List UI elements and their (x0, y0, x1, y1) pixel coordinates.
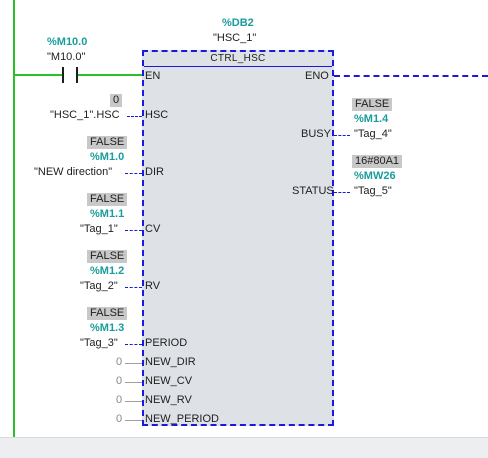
pin-new-rv: NEW_RV (145, 394, 192, 406)
cv-wire (125, 230, 142, 231)
dir-value: FALSE (87, 136, 128, 149)
eno-output-wire (334, 75, 488, 77)
new-cv-wire (125, 382, 142, 383)
status-tag[interactable]: "Tag_5" (354, 185, 392, 197)
pin-new-period: NEW_PERIOD (145, 413, 219, 425)
pin-hsc: HSC (145, 109, 169, 121)
hsc-wire (127, 116, 142, 117)
busy-wire (334, 135, 350, 136)
rail-to-contact-wire (15, 74, 62, 76)
hsc-value: 0 (110, 94, 123, 107)
status-value: 16#80A1 (352, 155, 403, 168)
period-address: %M1.3 (90, 322, 125, 334)
pin-en: EN (145, 70, 161, 82)
contact-left-bar (62, 67, 64, 83)
instance-db: %DB2 (222, 17, 254, 29)
status-address: %MW26 (354, 170, 396, 182)
dir-wire (125, 173, 142, 174)
busy-value: FALSE (352, 98, 393, 111)
pin-cv: CV (145, 223, 161, 235)
contact-tag[interactable]: "M10.0" (47, 51, 86, 63)
new-period-wire (125, 420, 142, 421)
hsc-tag[interactable]: "HSC_1".HSC (50, 109, 120, 121)
new-dir-value[interactable]: 0 (116, 356, 123, 368)
status-wire (334, 192, 350, 193)
pin-new-dir: NEW_DIR (145, 356, 196, 368)
pin-rv: RV (145, 280, 161, 292)
cv-address: %M1.1 (90, 208, 125, 220)
pin-busy: BUSY (301, 128, 331, 140)
period-value: FALSE (87, 307, 128, 320)
dir-address: %M1.0 (90, 151, 125, 163)
period-wire (125, 344, 142, 345)
editor-footer (0, 437, 488, 458)
period-tag[interactable]: "Tag_3" (80, 337, 118, 349)
busy-address: %M1.4 (354, 113, 389, 125)
cv-value: FALSE (87, 193, 128, 206)
contact-address: %M10.0 (47, 36, 88, 48)
new-dir-wire (125, 363, 142, 364)
busy-tag[interactable]: "Tag_4" (354, 128, 392, 140)
pin-dir: DIR (145, 166, 164, 178)
pin-eno: ENO (305, 70, 329, 82)
rv-wire (125, 287, 142, 288)
new-rv-value[interactable]: 0 (116, 394, 123, 406)
rv-tag[interactable]: "Tag_2" (80, 280, 118, 292)
power-rail (13, 0, 15, 437)
contact-to-en-wire (78, 74, 142, 76)
pin-period: PERIOD (145, 337, 188, 349)
cv-tag[interactable]: "Tag_1" (80, 223, 118, 235)
new-rv-wire (125, 401, 142, 402)
new-cv-value[interactable]: 0 (116, 375, 123, 387)
block-type-title: CTRL_HSC (144, 52, 332, 67)
pin-new-cv: NEW_CV (145, 375, 193, 387)
rv-value: FALSE (87, 250, 128, 263)
dir-tag[interactable]: "NEW direction" (34, 166, 113, 178)
ctrl-hsc-block[interactable]: CTRL_HSC (142, 50, 334, 426)
rv-address: %M1.2 (90, 265, 125, 277)
pin-status: STATUS (292, 185, 334, 197)
new-period-value[interactable]: 0 (116, 413, 123, 425)
instance-name[interactable]: "HSC_1" (213, 32, 257, 44)
contact-right-bar (76, 67, 78, 83)
